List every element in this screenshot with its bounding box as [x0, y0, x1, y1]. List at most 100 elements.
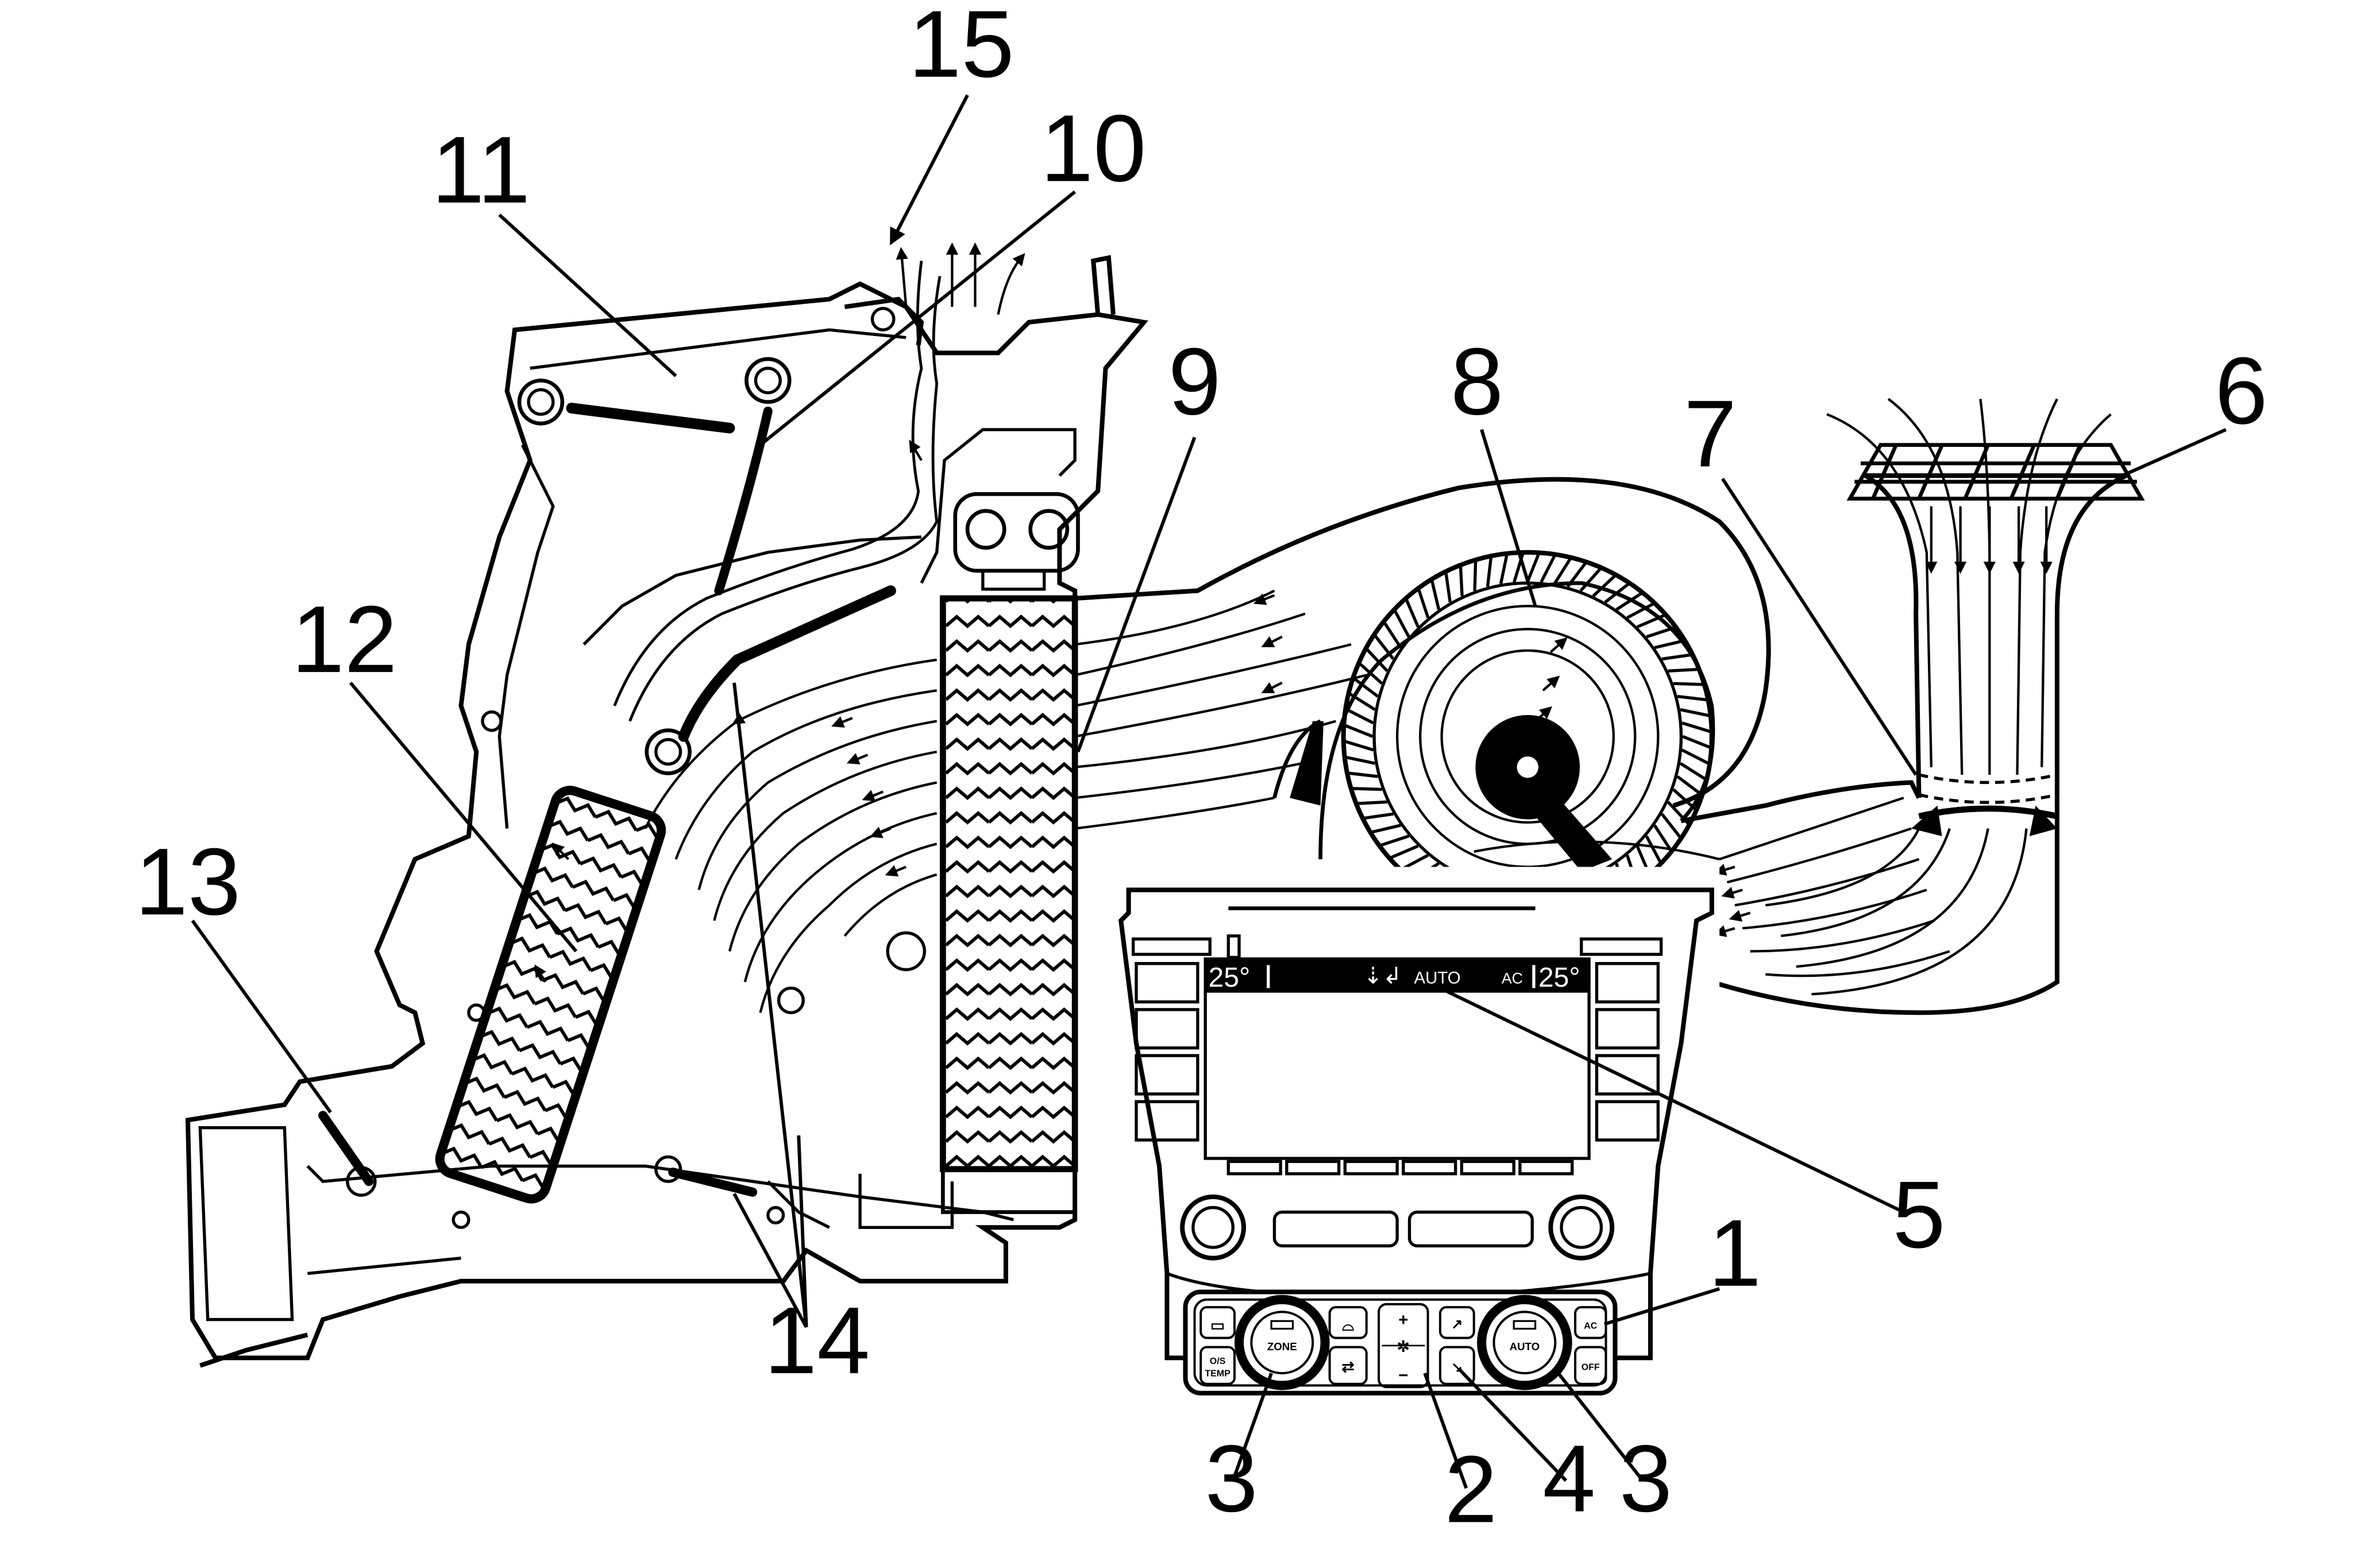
softkey-bottom[interactable]	[1343, 1160, 1399, 1176]
mode-down-button[interactable]	[1438, 1346, 1475, 1385]
softkey-bottom[interactable]	[1226, 1160, 1282, 1176]
blower-blade	[1592, 574, 1616, 597]
blower-blade	[1526, 553, 1540, 582]
callout-1: 1	[1708, 1200, 1761, 1307]
recirculation-icon: ⇄	[1341, 1358, 1354, 1375]
display-left-temp: 25°	[1209, 962, 1251, 993]
blower-wheel	[1341, 550, 1714, 923]
os-temp-button[interactable]	[1199, 1346, 1236, 1385]
blower-blade	[1604, 582, 1630, 604]
blower-blade	[1364, 812, 1394, 820]
blower-blade	[1636, 614, 1665, 629]
callout-4: 4	[1542, 1425, 1595, 1532]
softkey-bottom[interactable]	[1460, 1160, 1515, 1176]
hvac-module-housing	[185, 255, 1148, 1368]
display-right-temp: 25°	[1538, 962, 1580, 993]
blower-blade	[1673, 682, 1703, 686]
air-inlet-grille	[1846, 443, 2145, 501]
softkey-left[interactable]	[1135, 962, 1199, 1004]
softkey-right[interactable]	[1595, 1008, 1660, 1050]
radio-faceplate: 25° ⇣↲ AUTO AC 25°	[1105, 867, 1720, 1361]
blower-blade	[1394, 610, 1410, 638]
blower-blade	[1365, 648, 1388, 673]
fan-decrease-button[interactable]: −	[1398, 1366, 1408, 1385]
front-defrost-button[interactable]	[1328, 1306, 1368, 1339]
inlet-door-right-arrow	[2029, 805, 2057, 837]
blower-blade	[1353, 677, 1379, 698]
callout-9: 9	[1168, 329, 1221, 435]
blower-blade	[1383, 622, 1402, 649]
blower-blade	[1444, 573, 1452, 602]
os-temp-label-2: TEMP	[1205, 1368, 1230, 1378]
radio-left-knob[interactable]	[1180, 1194, 1247, 1261]
rear-defrost-button[interactable]	[1199, 1306, 1236, 1339]
blower-blade	[1352, 787, 1382, 791]
front-defrost-icon: ⌓	[1342, 1316, 1354, 1334]
mode-up-button[interactable]	[1438, 1306, 1475, 1339]
blower-blade	[1661, 653, 1691, 661]
softkey-right[interactable]	[1595, 1100, 1660, 1142]
off-button[interactable]	[1574, 1346, 1607, 1385]
softkey-bottom[interactable]	[1285, 1160, 1341, 1176]
ac-button-label: AC	[1584, 1321, 1598, 1331]
callout-3-right: 3	[1619, 1425, 1672, 1532]
blower-blade	[1615, 592, 1642, 611]
blower-blade	[1348, 771, 1378, 778]
blower-blade	[1359, 662, 1383, 685]
blower-blade	[1349, 693, 1376, 711]
blower-blade	[1417, 589, 1430, 619]
blower-blade	[1405, 599, 1419, 628]
module-airflow-lines	[534, 242, 1025, 1013]
zone-button-label: ZONE	[1267, 1340, 1297, 1353]
blower-blade	[1459, 566, 1464, 597]
blower-blade	[1579, 567, 1602, 592]
callout-15: 15	[908, 0, 1014, 98]
blower-blade	[1668, 667, 1698, 673]
blower-blade	[1371, 824, 1401, 834]
callout-8: 8	[1451, 329, 1503, 435]
fan-increase-button[interactable]: +	[1398, 1311, 1408, 1330]
blower-blade	[1345, 756, 1375, 765]
softkey-right[interactable]	[1595, 962, 1660, 1004]
inlet-airflow-lines	[1765, 397, 2112, 996]
radio-right-knob[interactable]	[1548, 1194, 1615, 1261]
radio-button-right[interactable]	[1407, 1210, 1534, 1247]
softkey-left[interactable]	[1135, 1008, 1199, 1050]
blower-blade	[1430, 580, 1441, 610]
blower-blade	[1357, 800, 1387, 805]
callout-numbers: 15 10 11 9 8 7 6 12 13 14 5 1 3 2 4 3	[135, 0, 2268, 1543]
blower-blade	[1645, 835, 1662, 863]
display-ac-text: AC	[1502, 969, 1523, 987]
blower-blade	[1676, 775, 1702, 795]
softkey-left[interactable]	[1135, 1054, 1199, 1096]
callout-11: 11	[431, 117, 530, 223]
callout-12: 12	[291, 586, 397, 693]
climate-control-panel: ZONE ▭ O/S TEMP ⌓ ⇄ + ✲ − ↗ ↘ AUTO AC OF…	[1183, 1289, 1618, 1396]
callout-3-left: 3	[1205, 1425, 1258, 1532]
softkey-bottom[interactable]	[1402, 1160, 1457, 1176]
blower-blade	[1672, 788, 1696, 810]
blower-blade	[1654, 639, 1684, 650]
rear-defrost-icon: ▭	[1210, 1316, 1225, 1334]
blower-blade	[1499, 555, 1509, 585]
softkey-left[interactable]	[1135, 1100, 1199, 1142]
blower-cutoff	[1290, 721, 1324, 806]
radio-button-left[interactable]	[1272, 1210, 1399, 1247]
blower-blade	[1344, 740, 1374, 752]
callout-leaders	[191, 94, 2227, 1489]
callout-14: 14	[764, 1288, 870, 1394]
blower-blade	[1486, 557, 1493, 587]
auto-button-label: AUTO	[1510, 1340, 1540, 1353]
recirculation-button[interactable]	[1328, 1346, 1368, 1385]
callout-6: 6	[2215, 338, 2267, 444]
blower-blade	[1374, 635, 1395, 660]
softkey-bottom[interactable]	[1518, 1160, 1574, 1176]
softkey-right[interactable]	[1595, 1054, 1660, 1096]
blower-blade	[1653, 824, 1672, 851]
os-temp-label-1: O/S	[1210, 1356, 1226, 1366]
off-button-label: OFF	[1581, 1362, 1600, 1373]
blower-blade	[1679, 762, 1706, 780]
mode-doors	[318, 403, 896, 1197]
blower-blade	[1682, 735, 1711, 749]
